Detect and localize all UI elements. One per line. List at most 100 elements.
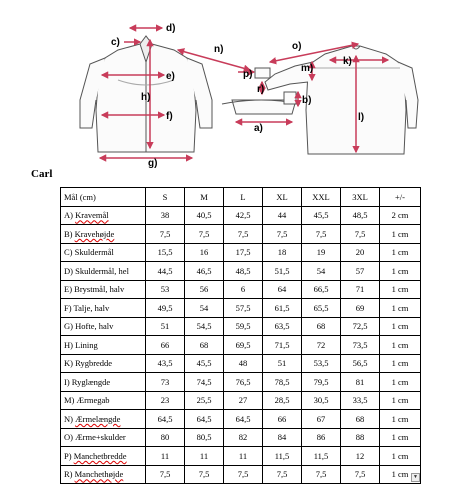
size-value: 84 bbox=[262, 427, 302, 447]
size-table: Mål (cm) S M L XL XXL 3XL +/- A) Kravemå… bbox=[60, 187, 421, 484]
row-prefix: K) bbox=[64, 358, 73, 369]
size-value: 66,5 bbox=[301, 279, 341, 299]
dropdown-arrow-icon[interactable]: ▼ bbox=[411, 473, 420, 482]
row-prefix: B) bbox=[64, 228, 73, 239]
size-value: 64,5 bbox=[145, 409, 185, 429]
size-value: 51 bbox=[262, 353, 302, 373]
header-cell: M bbox=[184, 187, 224, 207]
row-name: Kravehøjde bbox=[74, 228, 115, 239]
size-value: 76,5 bbox=[223, 372, 263, 392]
product-heading: Carl bbox=[31, 168, 53, 180]
size-value: 66 bbox=[262, 409, 302, 429]
header-cell: 3XL bbox=[340, 187, 380, 207]
size-value: 7,5 bbox=[262, 464, 302, 484]
size-value: 6 bbox=[223, 279, 263, 299]
size-value: 54 bbox=[184, 298, 224, 318]
tolerance-value: 1 cm bbox=[379, 224, 421, 244]
tolerance-value: 1 cm bbox=[379, 353, 421, 373]
size-value: 63,5 bbox=[262, 316, 302, 336]
cuff-drawing bbox=[221, 67, 301, 115]
label-d: d) bbox=[166, 23, 175, 34]
size-value: 44,5 bbox=[145, 261, 185, 281]
label-r: r) bbox=[257, 84, 264, 95]
size-value: 66 bbox=[145, 335, 185, 355]
size-value: 27 bbox=[223, 390, 263, 410]
row-name: Ærme bbox=[75, 432, 96, 443]
size-value: 69 bbox=[340, 298, 380, 318]
tolerance-text: 1 cm bbox=[391, 395, 409, 406]
size-value: 64 bbox=[262, 279, 302, 299]
row-name: Skuldermål, hel bbox=[75, 265, 129, 276]
label-e: e) bbox=[166, 71, 175, 82]
size-value: 73,5 bbox=[340, 335, 380, 355]
row-name: Hofte, halv bbox=[75, 321, 114, 332]
size-value: 68 bbox=[340, 409, 380, 429]
tolerance-text: 1 cm bbox=[391, 302, 409, 313]
size-value: 7,5 bbox=[340, 464, 380, 484]
measurement-label: K) Rygbredde bbox=[60, 353, 146, 373]
row-prefix: R) bbox=[64, 469, 73, 480]
size-value: 7,5 bbox=[301, 224, 341, 244]
tolerance-value: 1 cm bbox=[379, 335, 421, 355]
size-value: 53,5 bbox=[301, 353, 341, 373]
row-prefix: D) bbox=[64, 265, 73, 276]
row-name: Kravemål bbox=[75, 210, 109, 221]
size-value: 45,5 bbox=[301, 205, 341, 225]
tolerance-text: 1 cm bbox=[391, 339, 409, 350]
size-value: 88 bbox=[340, 427, 380, 447]
size-value: 51,5 bbox=[262, 261, 302, 281]
size-value: 57,5 bbox=[223, 298, 263, 318]
tolerance-text: 1 cm bbox=[391, 228, 409, 239]
tolerance-text: 1 cm bbox=[391, 321, 409, 332]
size-value: 71 bbox=[340, 279, 380, 299]
tolerance-value: 1 cm bbox=[379, 446, 421, 466]
measurement-label: O) Ærme+skulder bbox=[60, 427, 146, 447]
size-value: 53 bbox=[145, 279, 185, 299]
size-value: 48,5 bbox=[223, 261, 263, 281]
measurement-label: B) Kravehøjde bbox=[60, 224, 146, 244]
row-name: Rygbredde bbox=[75, 358, 113, 369]
size-value: 23 bbox=[145, 390, 185, 410]
size-value: 7,5 bbox=[223, 224, 263, 244]
size-value: 7,5 bbox=[184, 224, 224, 244]
header-cell: S bbox=[145, 187, 185, 207]
row-name: Manchethøjde bbox=[74, 469, 124, 480]
size-value: 12 bbox=[340, 446, 380, 466]
tolerance-text: 1 cm bbox=[391, 450, 409, 461]
table-header-row: Mål (cm) S M L XL XXL 3XL +/- bbox=[60, 187, 421, 207]
measurement-label: F) Talje, halv bbox=[60, 298, 146, 318]
size-value: 80,5 bbox=[184, 427, 224, 447]
header-cell: XXL bbox=[301, 187, 341, 207]
size-value: 61,5 bbox=[262, 298, 302, 318]
shirt-measurement-diagram: d) c) n) o) k) m) e) p) h) r) b) f) a) l… bbox=[79, 23, 419, 169]
tolerance-value: 1 cm bbox=[379, 316, 421, 336]
tolerance-text: 1 cm bbox=[391, 432, 409, 443]
size-value: 20 bbox=[340, 242, 380, 262]
header-cell: Mål (cm) bbox=[60, 187, 146, 207]
size-value: 64,5 bbox=[223, 409, 263, 429]
shirt-front-drawing bbox=[79, 35, 213, 153]
size-value: 72 bbox=[301, 335, 341, 355]
size-value: 67 bbox=[301, 409, 341, 429]
tolerance-value: 1 cm bbox=[379, 372, 421, 392]
size-value: 54 bbox=[301, 261, 341, 281]
size-value: 11 bbox=[145, 446, 185, 466]
tolerance-text: 1 cm bbox=[391, 284, 409, 295]
size-value: 82 bbox=[223, 427, 263, 447]
label-n: n) bbox=[214, 44, 223, 55]
measurement-label: A) Kravemål bbox=[60, 205, 146, 225]
label-k: k) bbox=[343, 56, 352, 67]
size-value: 38 bbox=[145, 205, 185, 225]
size-value: 69,5 bbox=[223, 335, 263, 355]
row-prefix: G) bbox=[64, 321, 73, 332]
row-name: Ærmelængde bbox=[75, 413, 121, 424]
